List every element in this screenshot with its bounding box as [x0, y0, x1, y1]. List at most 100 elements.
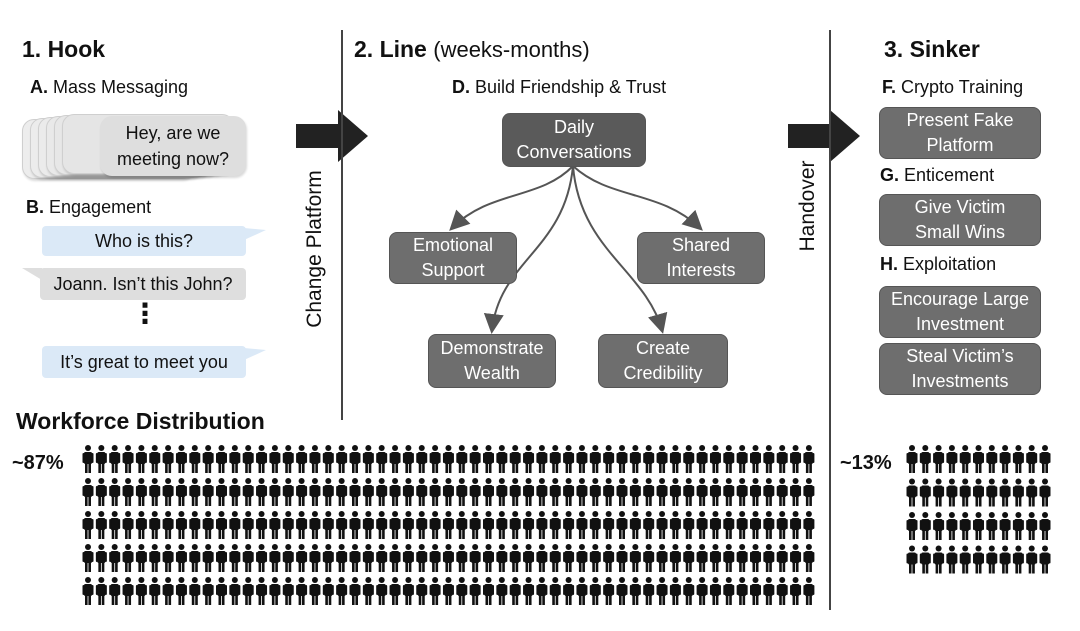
person-icon	[483, 445, 494, 473]
person-icon	[95, 445, 107, 473]
node-demonstrate-wealth: Demonstrate Wealth	[428, 334, 556, 388]
person-icon	[919, 445, 931, 473]
person-icon	[709, 577, 721, 605]
person-icon	[763, 577, 775, 605]
person-icon	[242, 445, 254, 473]
person-icon	[576, 445, 588, 473]
person-icon	[469, 544, 481, 572]
person-icon	[946, 545, 958, 574]
person-icon	[696, 478, 708, 506]
engagement-message-victim: Who is this?	[42, 226, 246, 256]
person-icon	[456, 445, 468, 473]
person-icon	[549, 577, 561, 605]
node-line: Emotional	[412, 235, 494, 255]
person-icon	[162, 544, 174, 572]
person-icon	[162, 577, 174, 605]
person-icon	[135, 511, 147, 539]
person-icon	[309, 577, 321, 605]
mass-letter: A.	[30, 77, 48, 97]
person-icon	[629, 478, 641, 506]
person-icon	[456, 544, 468, 572]
person-icon	[643, 445, 655, 473]
person-icon	[135, 445, 147, 473]
person-icon	[376, 478, 388, 506]
person-icon	[256, 544, 268, 572]
person-icon	[1012, 478, 1024, 507]
person-icon	[696, 577, 708, 605]
person-icon	[496, 577, 508, 605]
person-icon	[216, 445, 227, 473]
person-icon	[549, 478, 561, 506]
person-icon	[919, 512, 931, 540]
person-icon	[536, 478, 548, 506]
person-icon	[616, 511, 628, 539]
person-icon	[269, 544, 281, 572]
person-icon	[429, 478, 441, 506]
g-label: Enticement	[904, 165, 995, 185]
person-icon	[469, 577, 481, 605]
person-icon	[149, 445, 161, 473]
person-icon	[629, 511, 641, 539]
line-title-text: 2. Line	[354, 36, 427, 62]
person-icon	[549, 544, 561, 572]
person-icon	[362, 478, 374, 506]
person-icon	[82, 445, 94, 473]
line-title: 2. Line (weeks-months)	[354, 36, 590, 63]
person-icon	[349, 511, 361, 539]
person-icon	[589, 544, 601, 572]
person-icon	[723, 478, 735, 506]
person-icon	[656, 445, 668, 473]
person-icon	[536, 511, 548, 539]
person-icon	[416, 478, 428, 506]
person-icon	[429, 445, 441, 473]
mass-bubble-line1: Hey, are we	[125, 123, 221, 143]
person-icon	[416, 577, 428, 605]
person-icon	[776, 445, 788, 473]
divider	[829, 30, 831, 610]
person-icon	[616, 445, 628, 473]
person-icon	[750, 544, 761, 572]
person-icon	[1012, 545, 1024, 574]
person-icon	[269, 478, 281, 506]
person-icon	[483, 577, 494, 605]
handover-label: Handover	[796, 160, 819, 252]
person-icon	[109, 478, 121, 506]
person-icon	[776, 511, 788, 539]
person-icon	[269, 577, 281, 605]
person-icon	[616, 478, 628, 506]
person-icon	[549, 445, 561, 473]
person-icon	[469, 511, 481, 539]
person-icon	[296, 544, 308, 572]
hook-title: 1. Hook	[22, 36, 106, 62]
person-icon	[256, 445, 268, 473]
person-icon	[402, 478, 414, 506]
person-icon	[563, 577, 575, 605]
person-icon	[589, 478, 601, 506]
node-line: Support	[421, 260, 485, 280]
person-icon	[162, 445, 174, 473]
person-icon	[790, 511, 802, 539]
person-icon	[242, 544, 254, 572]
person-icon	[229, 511, 241, 539]
node-line: Demonstrate	[440, 338, 544, 358]
person-icon	[1039, 478, 1051, 507]
node-line: Conversations	[516, 142, 632, 162]
person-icon	[135, 544, 147, 572]
person-icon	[803, 445, 815, 473]
person-icon	[986, 478, 998, 507]
person-icon	[202, 445, 214, 473]
person-icon	[336, 544, 348, 572]
person-icon	[750, 478, 761, 506]
eng-label: Engagement	[49, 197, 152, 217]
person-icon	[696, 445, 708, 473]
person-icon	[1026, 445, 1038, 473]
person-icon	[776, 544, 788, 572]
person-icon	[790, 544, 802, 572]
person-icon	[149, 511, 161, 539]
person-icon	[442, 445, 454, 473]
person-icon	[736, 511, 748, 539]
person-icon	[723, 511, 735, 539]
person-icon	[229, 544, 241, 572]
person-icon	[189, 445, 201, 473]
person-icon	[189, 511, 201, 539]
